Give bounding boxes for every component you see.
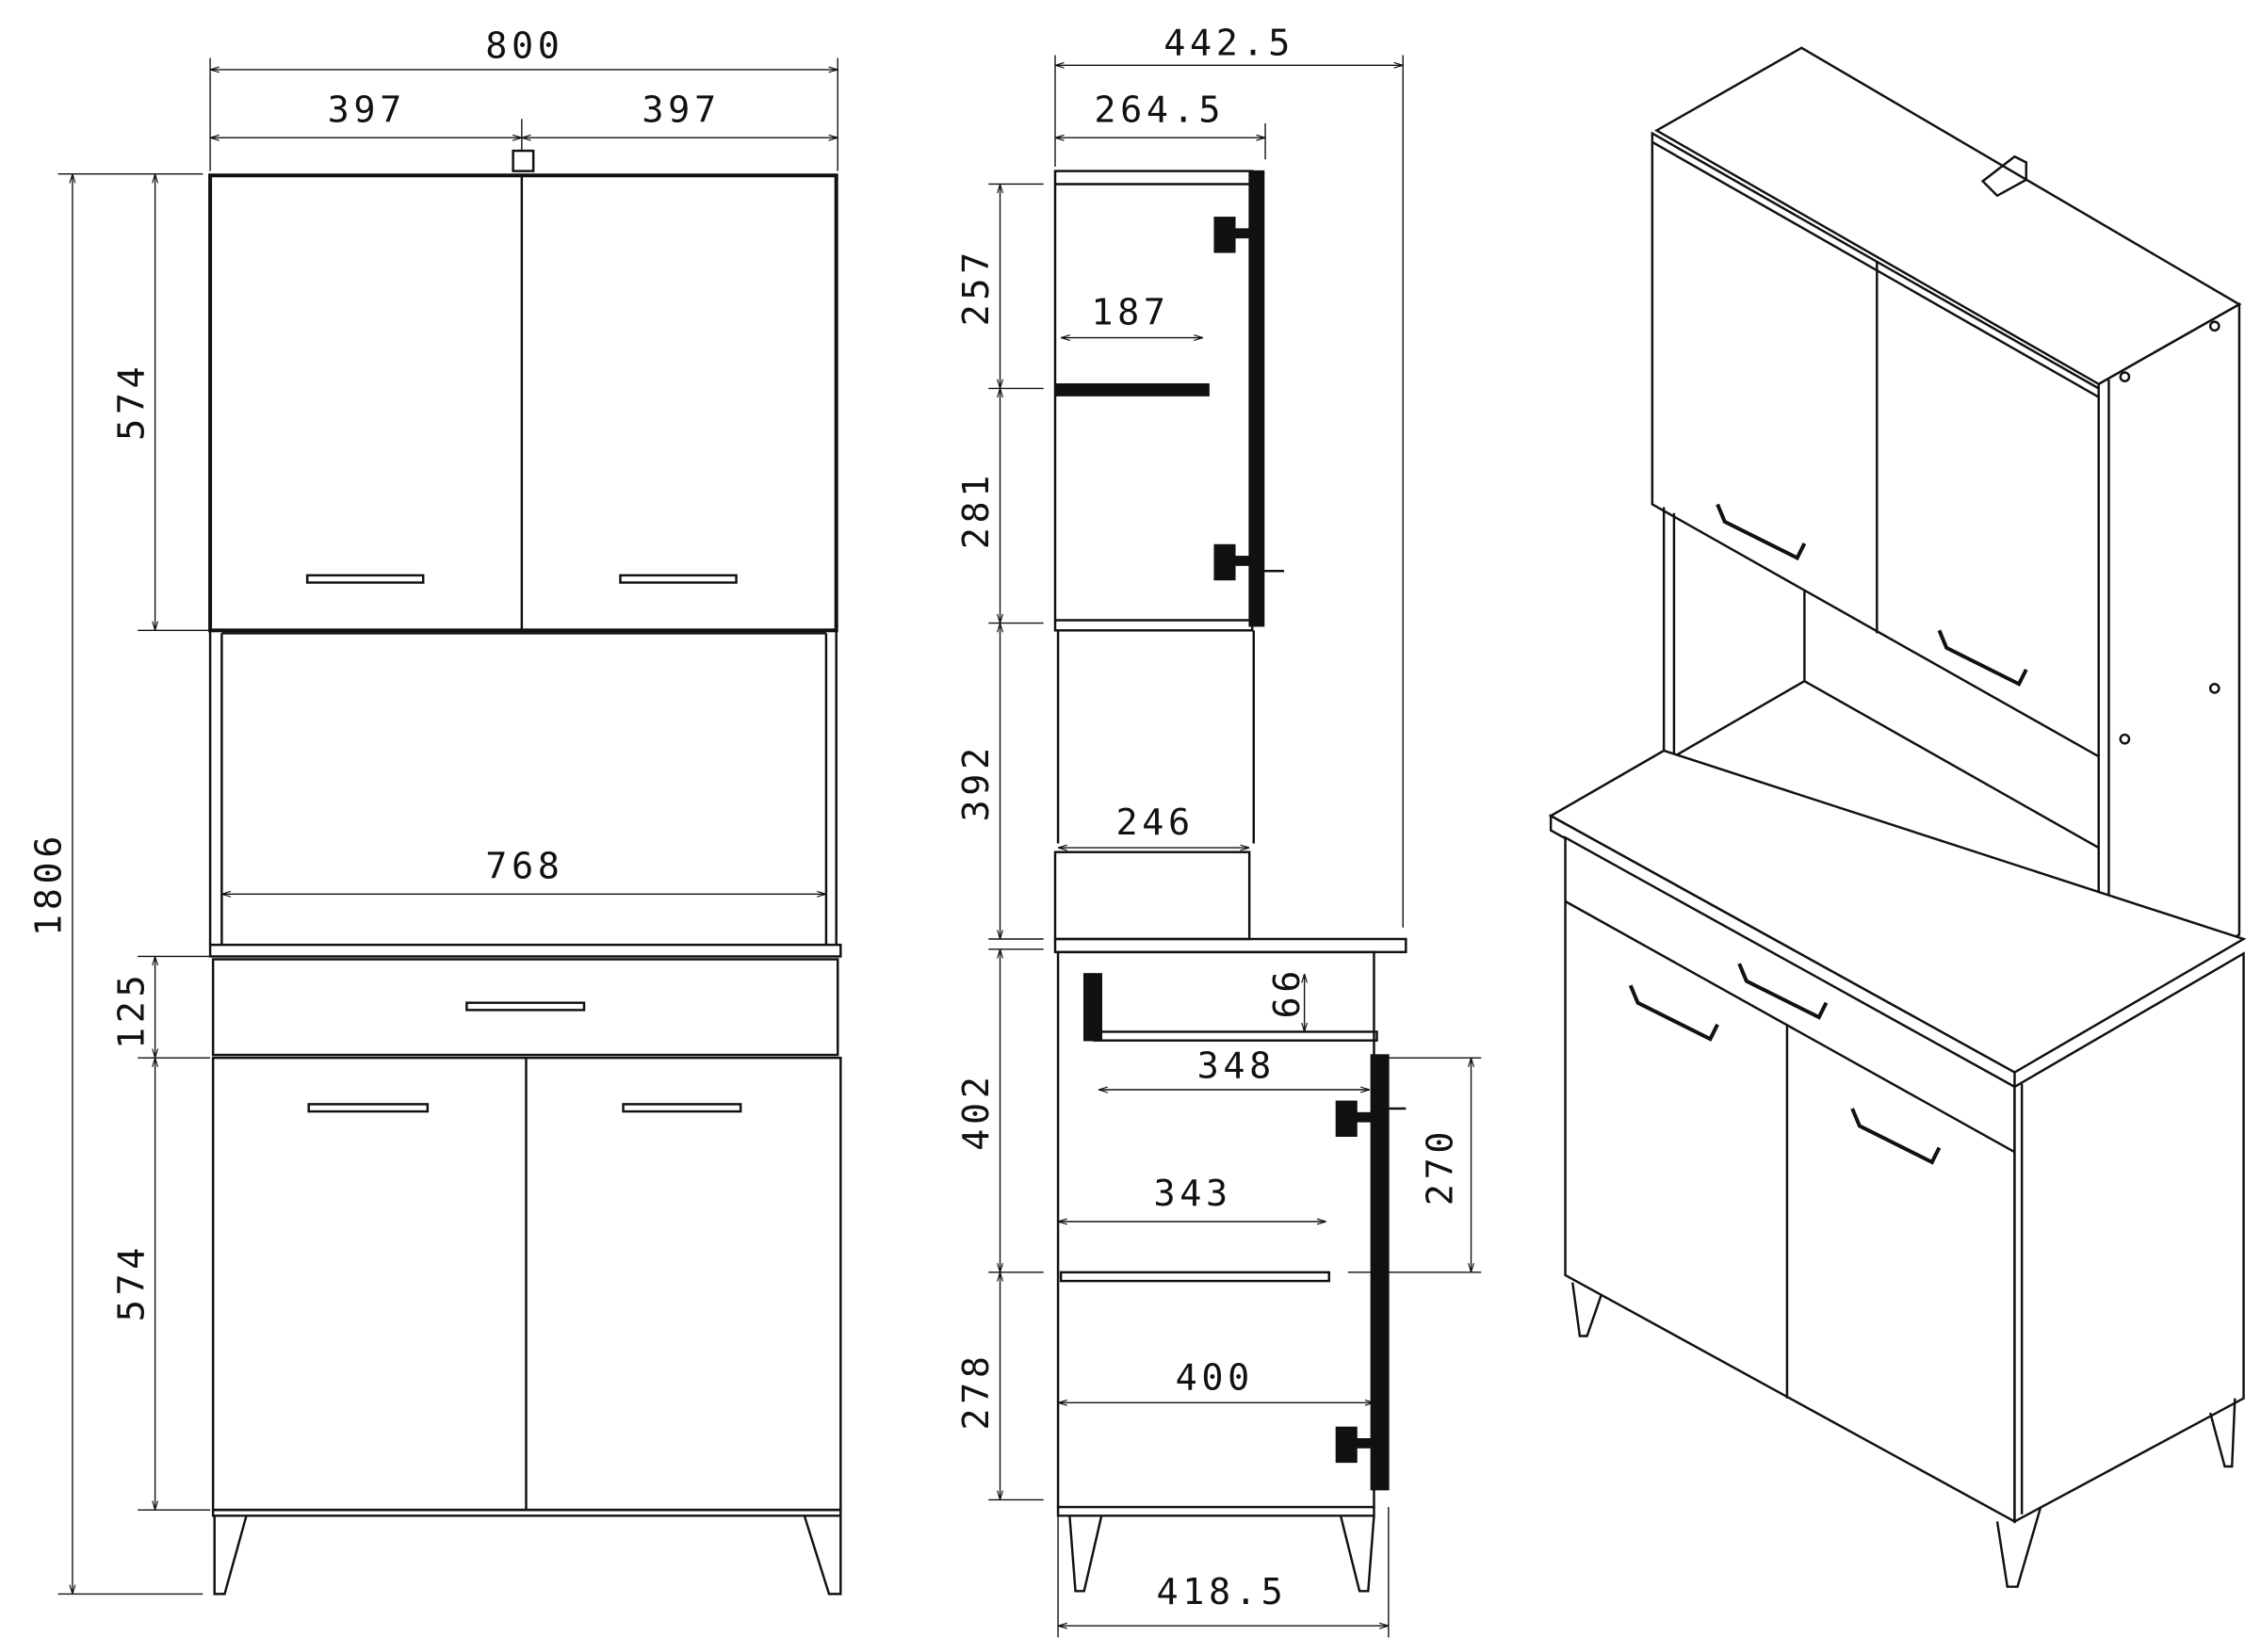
dim-h-lower-top: 402 bbox=[955, 1072, 998, 1150]
front-view: 800 397 397 1806 574 125 574 768 bbox=[28, 25, 842, 1595]
dim-h-upper-top: 257 bbox=[955, 248, 998, 326]
dim-upper-height: 574 bbox=[110, 363, 153, 441]
dim-base-inner-depth: 400 bbox=[1176, 1356, 1254, 1399]
handle bbox=[307, 1103, 430, 1113]
handle bbox=[1850, 1108, 1942, 1165]
dim-shelf-depth-lower: 343 bbox=[1153, 1173, 1231, 1215]
dim-niche-width: 768 bbox=[485, 845, 563, 887]
handle bbox=[619, 574, 738, 584]
dim-shelf-depth-upper: 187 bbox=[1091, 292, 1169, 334]
dim-overall-width: 800 bbox=[485, 25, 563, 68]
handle bbox=[1628, 984, 1719, 1042]
handle bbox=[465, 1001, 586, 1012]
dim-door-width-right: 397 bbox=[642, 89, 720, 131]
dim-door-width-left: 397 bbox=[328, 89, 406, 131]
dim-drawer-inner-height: 99 bbox=[1263, 971, 1306, 1024]
dim-niche-depth: 246 bbox=[1115, 802, 1194, 844]
dim-overall-height: 1806 bbox=[28, 832, 71, 936]
dim-h-lower-bottom: 278 bbox=[955, 1352, 998, 1430]
hinge-icon bbox=[1335, 1100, 1407, 1138]
dim-overall-depth: 442.5 bbox=[1163, 23, 1294, 65]
handle bbox=[1937, 629, 2028, 687]
handle bbox=[1737, 963, 1829, 1020]
handle bbox=[1716, 503, 1807, 561]
side-view: 442.5 264.5 257 281 392 402 278 187 246 bbox=[955, 23, 1482, 1638]
dim-h-upper-bottom: 281 bbox=[955, 471, 998, 549]
dim-lower-height: 574 bbox=[110, 1243, 153, 1321]
dim-door-hinge-spacing: 270 bbox=[1420, 1127, 1462, 1206]
dim-h-niche: 392 bbox=[955, 743, 998, 821]
dim-drawer-depth: 348 bbox=[1197, 1045, 1276, 1088]
dim-base-depth: 418.5 bbox=[1157, 1571, 1288, 1613]
dim-drawer-height: 125 bbox=[110, 971, 153, 1049]
isometric-view bbox=[1548, 46, 2247, 1588]
wall-bracket-icon bbox=[1980, 154, 2027, 198]
hinge-icon bbox=[1335, 1426, 1373, 1464]
dim-upper-depth: 264.5 bbox=[1094, 89, 1225, 131]
handle bbox=[305, 574, 425, 584]
hinge-icon bbox=[1213, 543, 1285, 581]
hinge-icon bbox=[1213, 217, 1250, 253]
handle bbox=[622, 1103, 742, 1113]
wall-bracket-icon bbox=[512, 149, 535, 172]
